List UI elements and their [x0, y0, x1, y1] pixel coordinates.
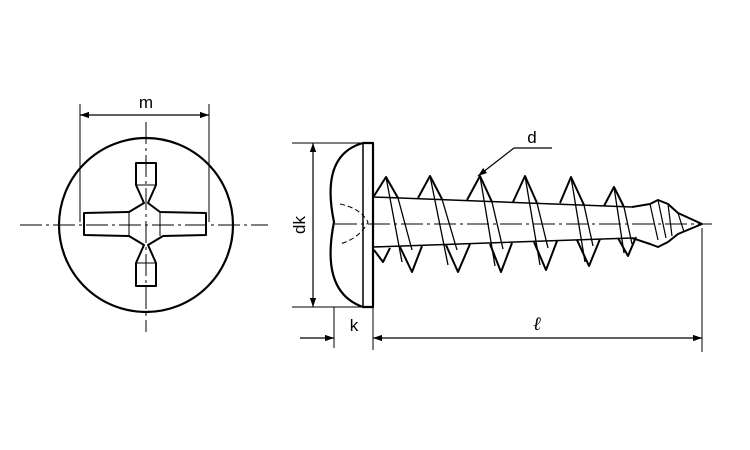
dk-label: dk	[290, 216, 309, 234]
phillips-recess-icon	[83, 162, 207, 287]
d-leader-line	[477, 147, 515, 177]
l-label: ℓ	[533, 314, 541, 335]
recess-inner-lines	[128, 184, 161, 264]
k-label: k	[350, 316, 359, 335]
head-view: m	[20, 93, 268, 332]
screw-shank-core	[372, 196, 633, 248]
screw-head	[329, 141, 375, 309]
point-thread-lines	[649, 199, 685, 241]
side-view: dk k ℓ d	[290, 128, 712, 352]
thread-helix-lines	[385, 175, 633, 267]
hidden-recess-line	[339, 203, 369, 245]
m-label: m	[139, 93, 153, 112]
d-label: d	[527, 128, 536, 147]
